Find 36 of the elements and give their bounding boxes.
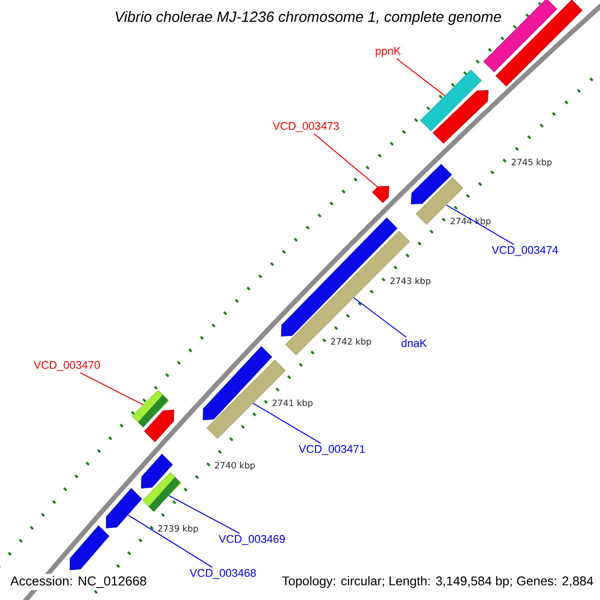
- gene-block: [202, 346, 272, 420]
- gene-label: VCD_003474: [492, 246, 558, 256]
- footer-text: Accession: NC_012668: [8, 574, 149, 590]
- tick-label: 2741 kbp: [272, 399, 312, 408]
- tick-label: 2745 kbp: [512, 158, 552, 168]
- gene-bar: [142, 472, 182, 512]
- footer-text: Topology: circular; Length: 3,149,584 bp; Genes: 2,884: [280, 574, 596, 590]
- tick-label: 2744 kbp: [450, 218, 491, 226]
- gene-label: VCD_003468: [190, 569, 256, 579]
- gene-block: [70, 525, 110, 570]
- gene-label: VCD_003471: [298, 445, 365, 455]
- leader-line: [446, 204, 514, 245]
- tick-label: 2740 kbp: [214, 462, 255, 470]
- leader-line: [353, 297, 407, 338]
- gene-label: VCD_003470: [34, 361, 100, 371]
- leader-line: [80, 372, 144, 406]
- gene-label: ppnK: [376, 47, 401, 57]
- gene-block: [144, 410, 174, 442]
- gene-label: VCD_003473: [272, 122, 339, 132]
- leader-line: [168, 495, 240, 534]
- leader-line: [313, 133, 378, 188]
- leader-line: [252, 402, 322, 444]
- tick-label: 2739 kbp: [158, 524, 198, 534]
- tick-label: 2742 kbp: [331, 338, 372, 346]
- title: Vibrio cholerae MJ-1236 chromosome 1, complete genome: [116, 11, 501, 25]
- gene-block: [410, 164, 452, 204]
- gene-label: dnaK: [402, 338, 427, 348]
- gene-label: VCD_003469: [218, 535, 285, 545]
- gene-block: [432, 90, 489, 144]
- gene-block: [372, 186, 390, 204]
- tick-label: 2743 kbp: [390, 277, 430, 286]
- gene-block: [141, 454, 173, 488]
- leader-line: [396, 58, 446, 96]
- gene-block: [106, 488, 142, 528]
- leader-line: [128, 514, 213, 568]
- gene-bar: [420, 70, 482, 132]
